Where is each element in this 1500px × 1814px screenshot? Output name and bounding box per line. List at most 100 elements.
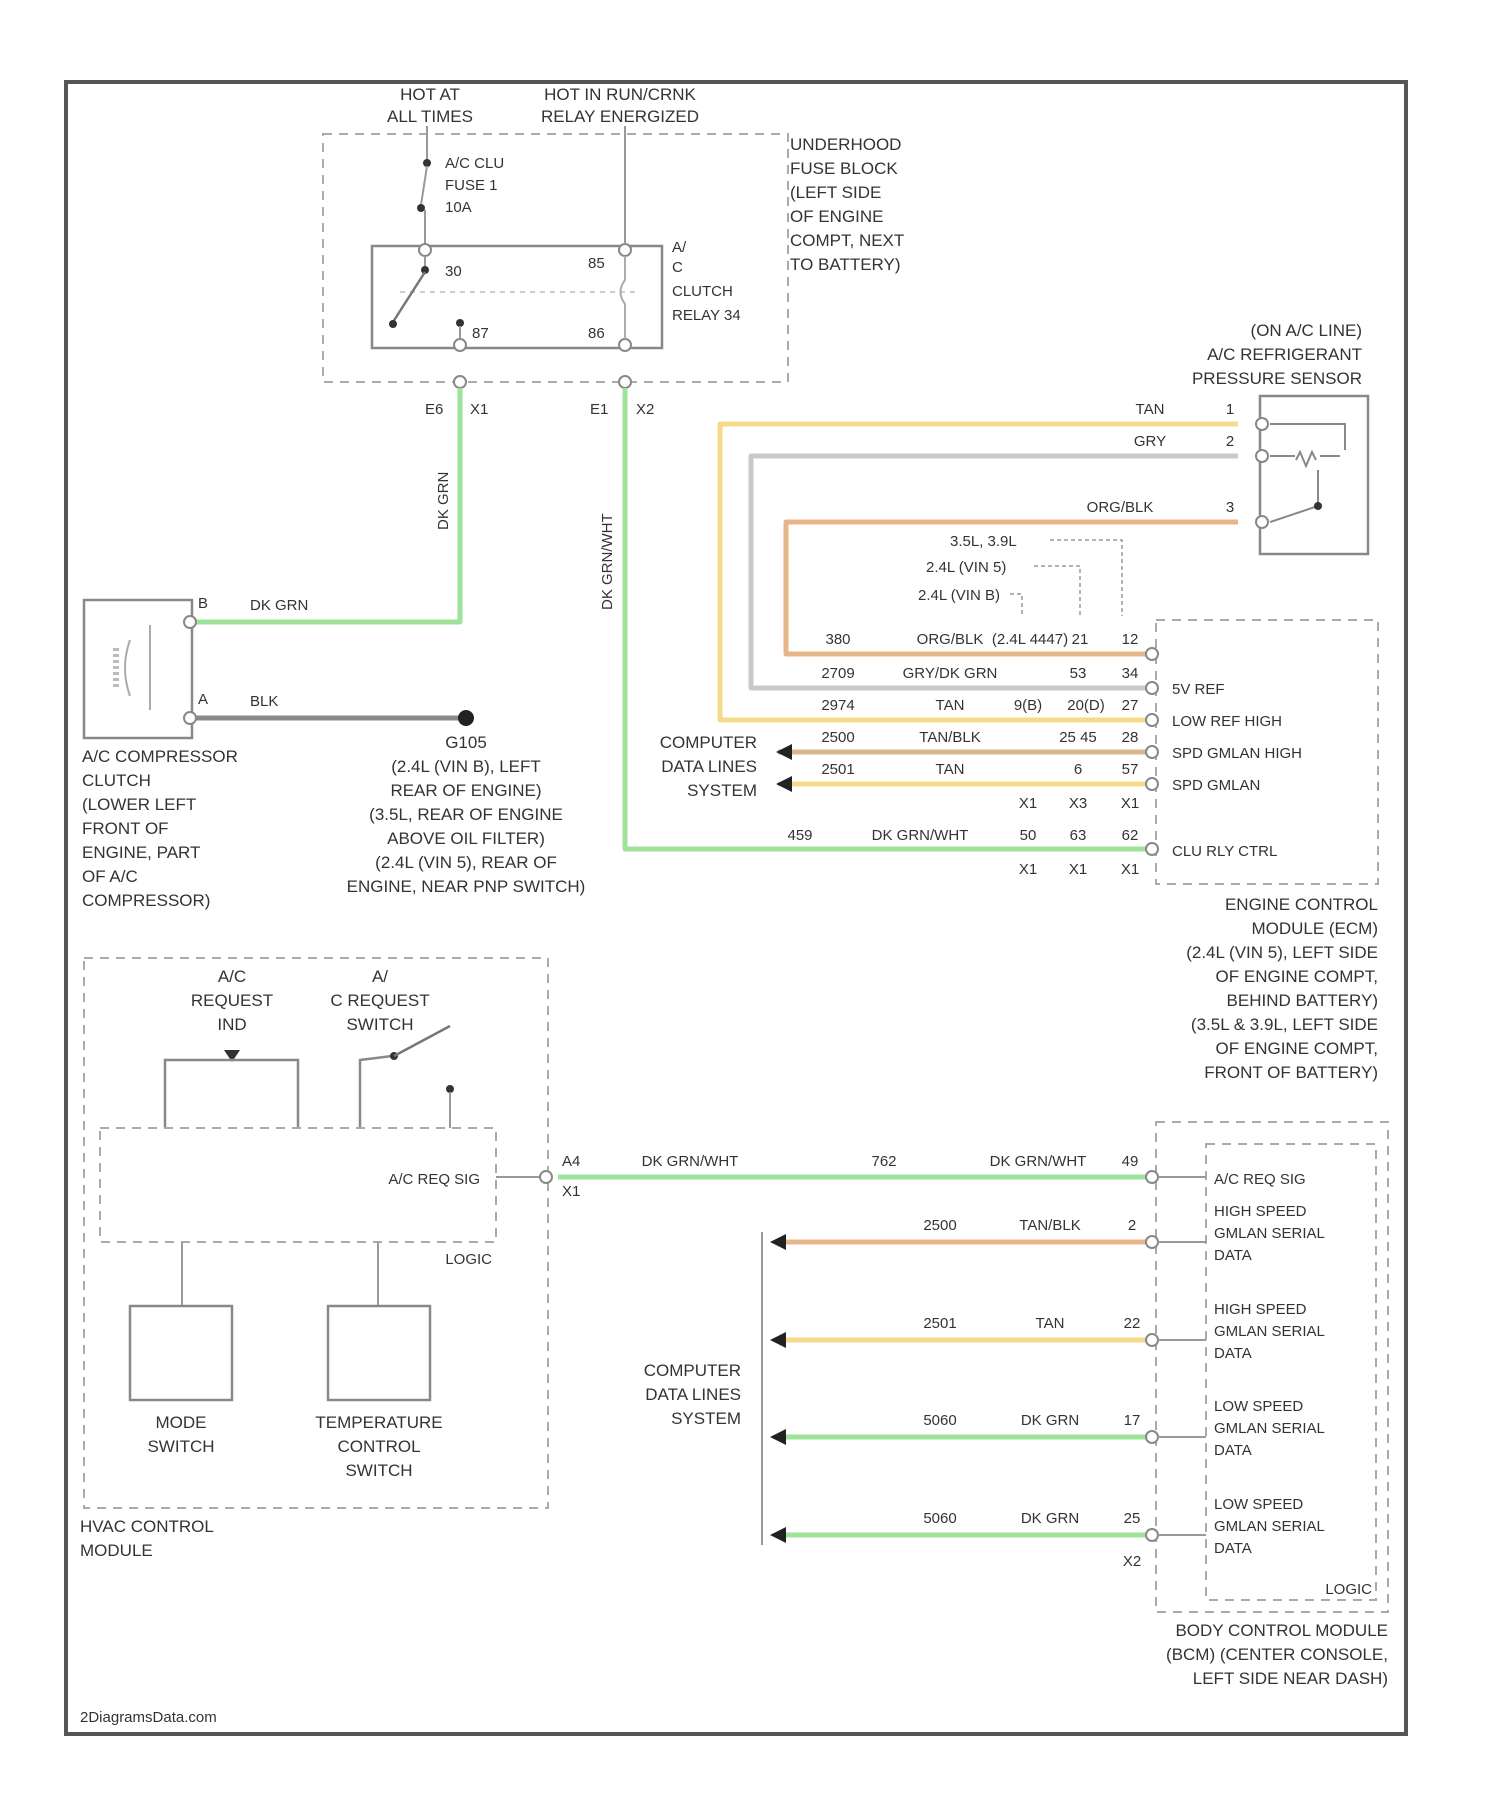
fuse-name: A/C CLU [445, 155, 504, 172]
ecm-row-pin: 53 [1070, 665, 1087, 682]
ecm-conn-row2-c: X1 [1121, 861, 1139, 878]
underhood-fuse-block: HOT AT ALL TIMES HOT IN RUN/CRNK RELAY E… [323, 85, 904, 418]
fuse-block-name-line1: UNDERHOOD [790, 135, 901, 154]
ecm-data-arrow-2 [776, 776, 792, 792]
bcm-row-color: TAN [1036, 1315, 1065, 1332]
sensor-pin-1: 1 [1226, 401, 1234, 418]
sensor-wire-1-label: TAN [1136, 401, 1165, 418]
ecm-row-color: TAN [936, 697, 965, 714]
ecm-name-line7: OF ENGINE COMPT, [1216, 1039, 1378, 1058]
compressor-name-line3: (LOWER LEFT [82, 795, 196, 814]
bcm-name-line1: BODY CONTROL MODULE [1175, 1621, 1388, 1640]
ac-request-ind-line2: REQUEST [191, 991, 273, 1010]
sensor-wire-2-label: GRY [1134, 433, 1166, 450]
ecm-conn-row2-a: X1 [1019, 861, 1037, 878]
temp-switch-line1: TEMPERATURE [315, 1413, 442, 1432]
ecm-conn-row2-b: X1 [1069, 861, 1087, 878]
ecm-data-arrow-1 [776, 744, 792, 760]
hvac-wire-circuit: 762 [871, 1153, 896, 1170]
diagram-frame [66, 82, 1406, 1734]
compressor-wire-a-label: BLK [250, 693, 278, 710]
ecm-row-color: TAN/BLK [919, 729, 980, 746]
compressor-name-line2: CLUTCH [82, 771, 151, 790]
connector-terminal [1146, 648, 1158, 660]
variant-24-vin5: 2.4L (VIN 5) [926, 559, 1006, 576]
ecm-name-line4: OF ENGINE COMPT, [1216, 967, 1378, 986]
bcm-row-label: DATA [1214, 1540, 1252, 1557]
relay-name-line2: C [672, 259, 683, 276]
ecm-relay-ctrl-pin3: 62 [1122, 827, 1139, 844]
connector-terminal [1146, 714, 1158, 726]
relay-name-line4: RELAY 34 [672, 307, 741, 324]
compressor-name-line5: ENGINE, PART [82, 843, 200, 862]
bcm-row-pin: 25 [1124, 1510, 1141, 1527]
connector-terminal [1146, 682, 1158, 694]
fuse-conn-e1: E1 [590, 401, 608, 418]
compressor-name-line1: A/C COMPRESSOR [82, 747, 238, 766]
bcm-row-label: HIGH SPEED [1214, 1301, 1307, 1318]
sensor-name-line2: A/C REFRIGERANT [1207, 345, 1362, 364]
sensor-pin-3: 3 [1226, 499, 1234, 516]
ground-name-line4: (3.5L, REAR OF ENGINE [369, 805, 563, 824]
bcm-row-color: TAN/BLK [1019, 1217, 1080, 1234]
ground-name-line1: G105 [445, 733, 487, 752]
ac-request-ind-line1: A/C [218, 967, 246, 986]
ecm-row-pin: 27 [1122, 697, 1139, 714]
fuse-conn-e6: E6 [425, 401, 443, 418]
bcm-row-label: GMLAN SERIAL [1214, 1323, 1325, 1340]
bcm-row-label: GMLAN SERIAL [1214, 1225, 1325, 1242]
ecm-row-pin: 57 [1122, 761, 1139, 778]
bcm-row-label: HIGH SPEED [1214, 1203, 1307, 1220]
relay-switch-arm [393, 272, 425, 322]
sensor-name-line1: (ON A/C LINE) [1251, 321, 1362, 340]
bcm-data-arrow-1 [770, 1234, 786, 1250]
bcm-row-circuit: 2500 [923, 1217, 956, 1234]
ecm-row-color: ORG/BLK [917, 631, 984, 648]
connector-terminal [1146, 1236, 1158, 1248]
fuse-rating: 10A [445, 199, 472, 216]
hvac-control-module: A/C REQUEST IND A/ C REQUEST SWITCH A/C … [80, 958, 580, 1560]
ecm-row-label: SPD GMLAN HIGH [1172, 745, 1302, 762]
sensor-wire-3-label: ORG/BLK [1087, 499, 1154, 516]
mode-switch-line1: MODE [156, 1413, 207, 1432]
wire-label-dk-grn-vertical: DK GRN [435, 472, 452, 530]
temp-switch-line3: SWITCH [345, 1461, 412, 1480]
fuse-block-name-line4: OF ENGINE [790, 207, 884, 226]
ecm-relay-ctrl-circuit: 459 [787, 827, 812, 844]
ac-request-switch-line1: A/ [372, 967, 388, 986]
mode-switch [130, 1306, 232, 1400]
hot-at-all-times-line2: ALL TIMES [387, 107, 473, 126]
bcm-name-line3: LEFT SIDE NEAR DASH) [1193, 1669, 1388, 1688]
engine-variant-notes: 3.5L, 3.9L 2.4L (VIN 5) 2.4L (VIN B) [918, 533, 1122, 616]
sensor-name-line3: PRESSURE SENSOR [1192, 369, 1362, 388]
ecm-row-circuit: 2974 [821, 697, 854, 714]
fuse-number: FUSE 1 [445, 177, 498, 194]
ecm-row-color: TAN [936, 761, 965, 778]
bcm-computer-data-line2: DATA LINES [645, 1385, 741, 1404]
compressor-pin-b: B [198, 595, 208, 612]
hot-at-all-times-line1: HOT AT [400, 85, 460, 104]
compressor-name-line4: FRONT OF [82, 819, 169, 838]
ecm-relay-ctrl-color: DK GRN/WHT [872, 827, 969, 844]
connector-terminal [1146, 746, 1158, 758]
bcm-data-arrow-3 [770, 1429, 786, 1445]
ac-clutch-relay [372, 246, 662, 348]
connector-terminal [1146, 778, 1158, 790]
ecm-name-line6: (3.5L & 3.9L, LEFT SIDE [1191, 1015, 1378, 1034]
ecm-row-pin: 6 [1074, 761, 1082, 778]
ecm-computer-data-line2: DATA LINES [661, 757, 757, 776]
ecm-row-pin: 9(B) [1014, 697, 1042, 714]
ground-name-line6: (2.4L (VIN 5), REAR OF [375, 853, 557, 872]
bcm-computer-data-line1: COMPUTER [644, 1361, 741, 1380]
bcm-data-arrow-2 [770, 1332, 786, 1348]
bcm-conn-x2: X2 [1123, 1553, 1141, 1570]
hvac-wire-color-right: DK GRN/WHT [990, 1153, 1087, 1170]
bcm-row-label: DATA [1214, 1345, 1252, 1362]
bcm-ac-req-sig: A/C REQ SIG [1214, 1171, 1306, 1188]
ecm-row-circuit: 2501 [821, 761, 854, 778]
bcm-row-label: GMLAN SERIAL [1214, 1518, 1325, 1535]
ecm-row-variant: (2.4L 4447) [992, 631, 1068, 648]
watermark: 2DiagramsData.com [80, 1709, 217, 1726]
